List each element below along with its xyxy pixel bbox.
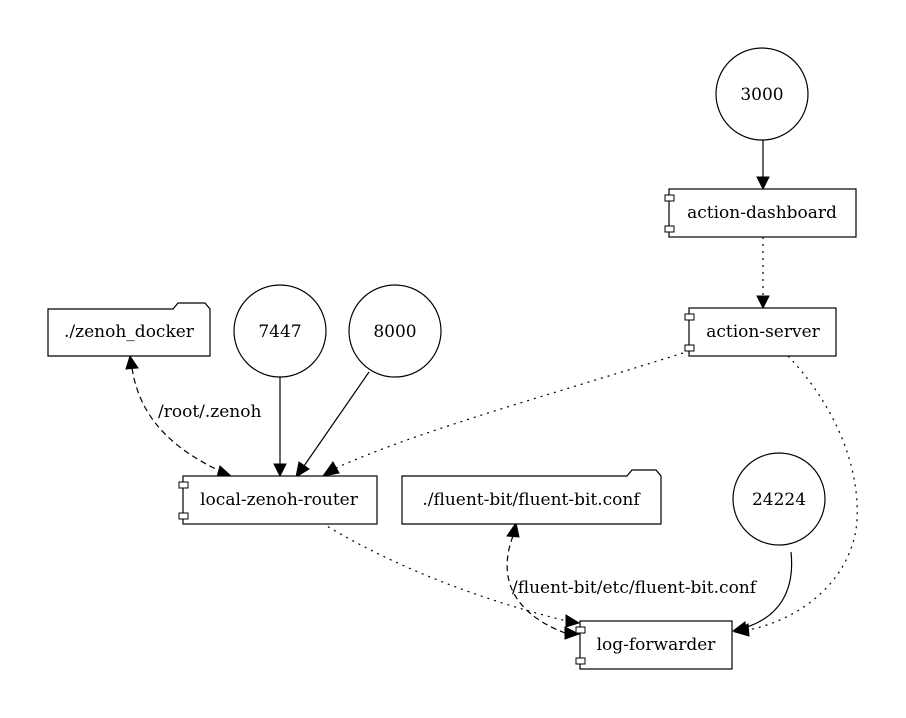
port-node-label: 7447: [258, 322, 301, 342]
edge-24224-to-log-forwarder: [731, 551, 793, 635]
port-node-3000[interactable]: 3000: [715, 47, 809, 141]
folder-node-fluent-bit-conf[interactable]: ./fluent-bit/fluent-bit.conf: [401, 469, 662, 525]
component-port-icon: [684, 344, 695, 352]
component-port-icon: [575, 657, 586, 665]
folder-node-zenoh-docker[interactable]: ./zenoh_docker: [47, 302, 211, 357]
component-label: local-zenoh-router: [200, 490, 359, 510]
port-node-8000[interactable]: 8000: [348, 284, 442, 378]
edge-action-dashboard-to-action-server: [756, 237, 770, 310]
edge-fluent-bit-conf-volume: /fluent-bit/etc/fluent-bit.conf: [506, 521, 758, 640]
port-node-24224[interactable]: 24224: [732, 452, 826, 546]
component-port-icon: [664, 225, 675, 233]
port-node-label: 8000: [373, 322, 416, 342]
port-node-label: 24224: [752, 490, 806, 510]
component-node-action-server[interactable]: action-server: [684, 307, 837, 357]
component-port-icon: [664, 194, 675, 202]
component-node-log-forwarder[interactable]: log-forwarder: [575, 620, 733, 670]
folder-label: ./zenoh_docker: [64, 322, 195, 342]
component-port-icon: [575, 626, 586, 634]
edge-local-zenoh-router-to-log-forwarder: [321, 522, 581, 628]
edge-action-server-to-local-zenoh-router: [321, 352, 684, 477]
edge-label-zenoh-volume: /root/.zenoh: [158, 402, 261, 422]
edge-3000-to-action-dashboard: [756, 140, 770, 191]
port-node-7447[interactable]: 7447: [233, 284, 327, 378]
port-node-label: 3000: [740, 85, 783, 105]
component-label: action-dashboard: [687, 203, 837, 223]
component-node-action-dashboard[interactable]: action-dashboard: [664, 188, 857, 238]
edge-zenoh-docker-volume: /root/.zenoh: [125, 354, 261, 478]
component-label: action-server: [706, 322, 820, 342]
folder-label: ./fluent-bit/fluent-bit.conf: [422, 490, 641, 510]
edge-label-fluent-volume: /fluent-bit/etc/fluent-bit.conf: [512, 578, 758, 598]
edge-8000-to-local-zenoh-router: [295, 371, 370, 479]
component-port-icon: [178, 481, 189, 489]
component-port-icon: [178, 512, 189, 520]
component-label: log-forwarder: [597, 635, 717, 655]
edge-7447-to-local-zenoh-router: [273, 377, 287, 478]
component-port-icon: [684, 313, 695, 321]
component-node-local-zenoh-router[interactable]: local-zenoh-router: [178, 475, 378, 525]
